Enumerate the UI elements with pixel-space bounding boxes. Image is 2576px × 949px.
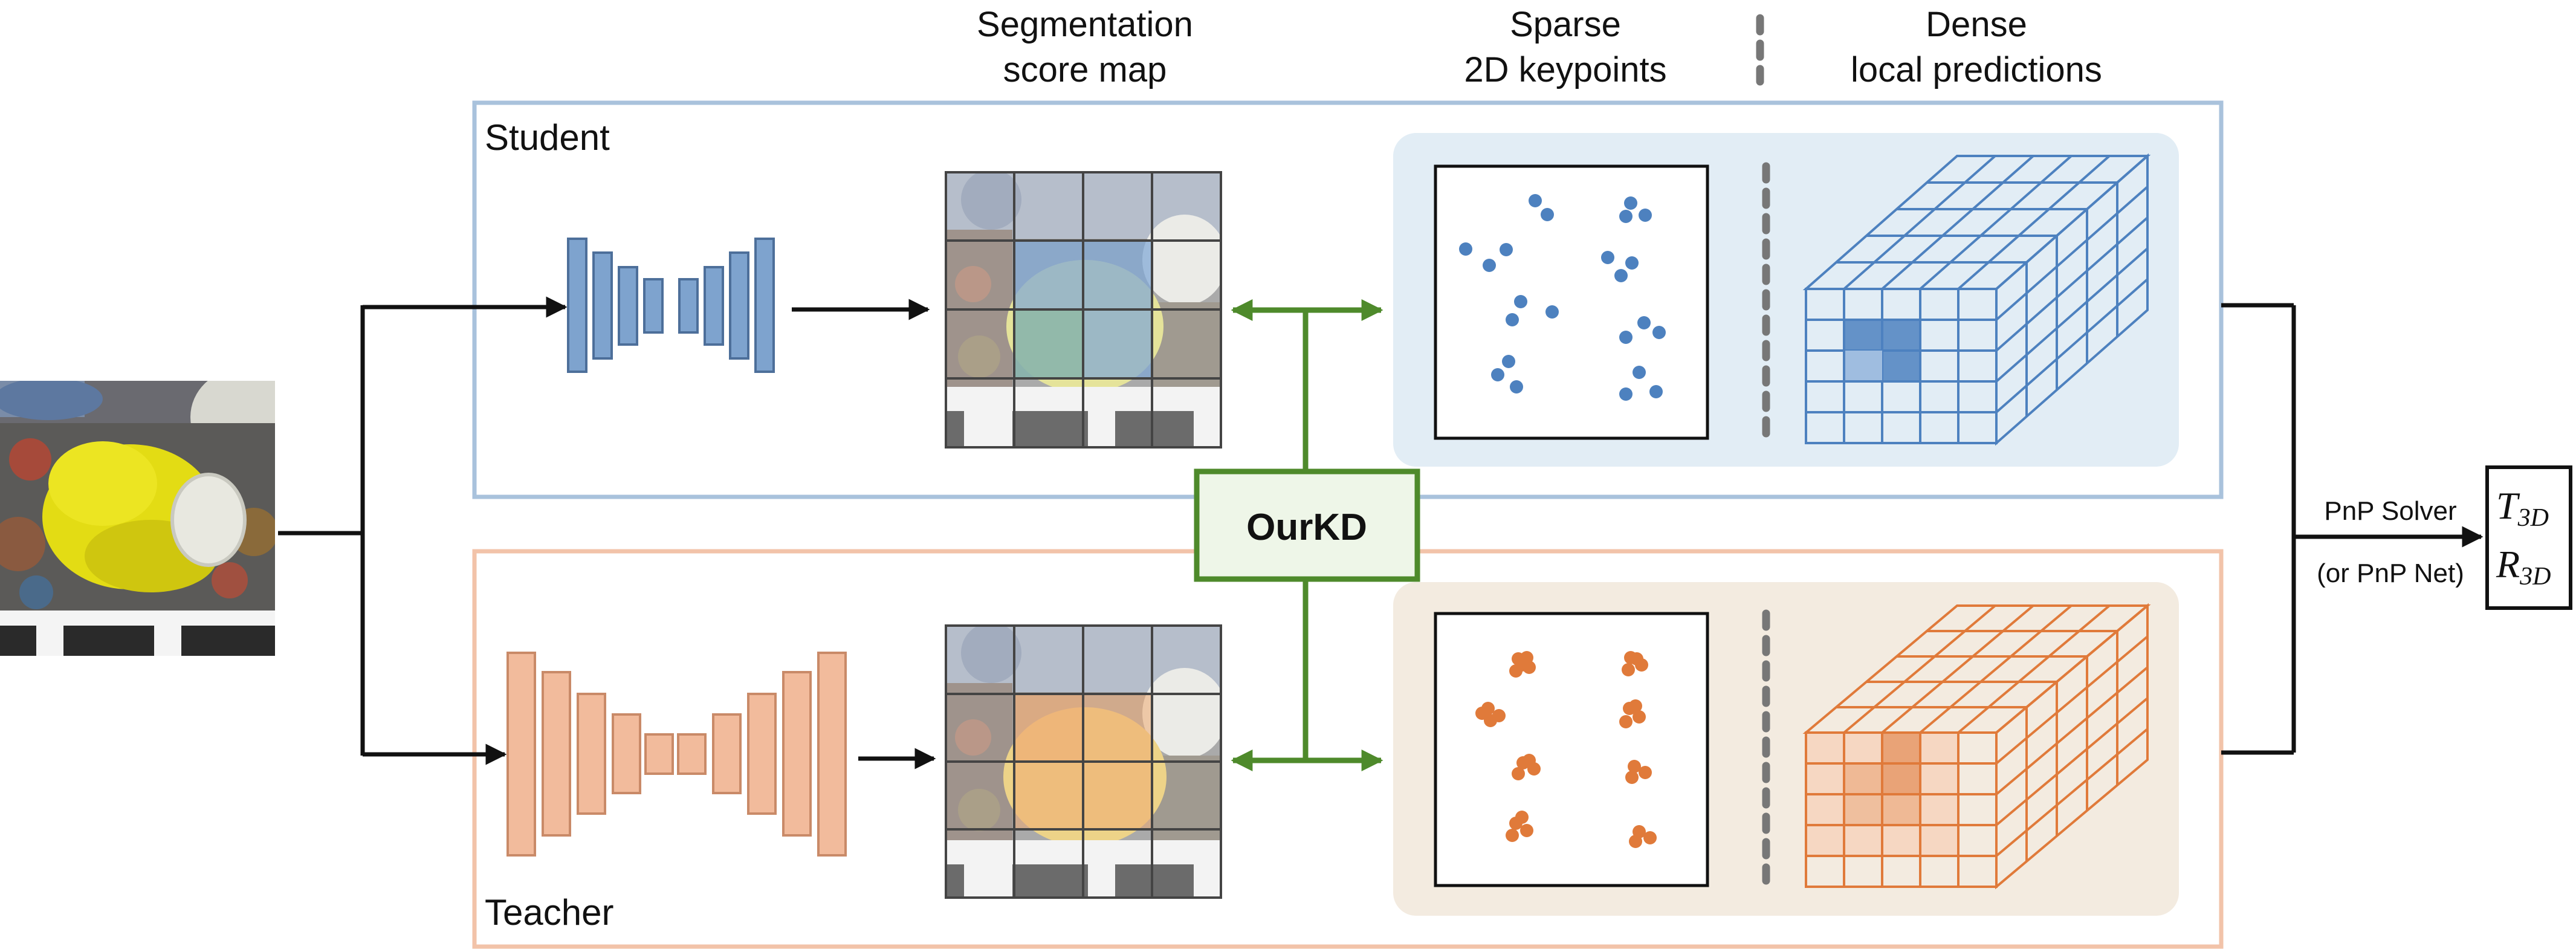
student-label: Student <box>485 117 610 158</box>
teacher-keypoints-box <box>1434 612 1709 887</box>
header-segmentation-line1: Segmentation <box>977 5 1193 44</box>
student-dense-highlight <box>1843 319 1921 383</box>
kd-connectors <box>1231 299 1383 771</box>
teacher-dense-cuboid <box>1802 603 2151 890</box>
input-image <box>0 381 275 656</box>
header-sparse-line1: Sparse <box>1510 5 1621 44</box>
teacher-score-map <box>946 626 1221 898</box>
output-box <box>2485 465 2572 610</box>
teacher-network-icon <box>506 652 847 857</box>
output-rotation: R3D <box>2496 543 2551 591</box>
teacher-keypoints <box>1475 651 1657 848</box>
teacher-label: Teacher <box>485 892 613 933</box>
solver-label-line2: (or PnP Net) <box>2317 559 2464 588</box>
input-branch <box>278 296 568 765</box>
header-segmentation-line2: score map <box>1003 50 1167 89</box>
teacher-score-map-grid <box>945 624 1222 899</box>
student-keypoints <box>1459 194 1666 401</box>
header-dense-line2: local predictions <box>1851 50 2102 89</box>
student-network-icon <box>567 238 775 373</box>
header-dense-line1: Dense <box>1926 5 2027 44</box>
student-dense-cuboid <box>1802 153 2151 446</box>
kd-label: OurKD <box>1246 507 1367 548</box>
solver-connector <box>2221 303 2484 755</box>
student-score-map-grid <box>945 171 1222 449</box>
solver-label-line1: PnP Solver <box>2324 496 2456 526</box>
kd-box <box>1194 468 1420 582</box>
header-sparse-line2: 2D keypoints <box>1464 50 1666 89</box>
student-keypoints-box <box>1434 164 1709 440</box>
output-translation: T3D <box>2496 484 2549 532</box>
